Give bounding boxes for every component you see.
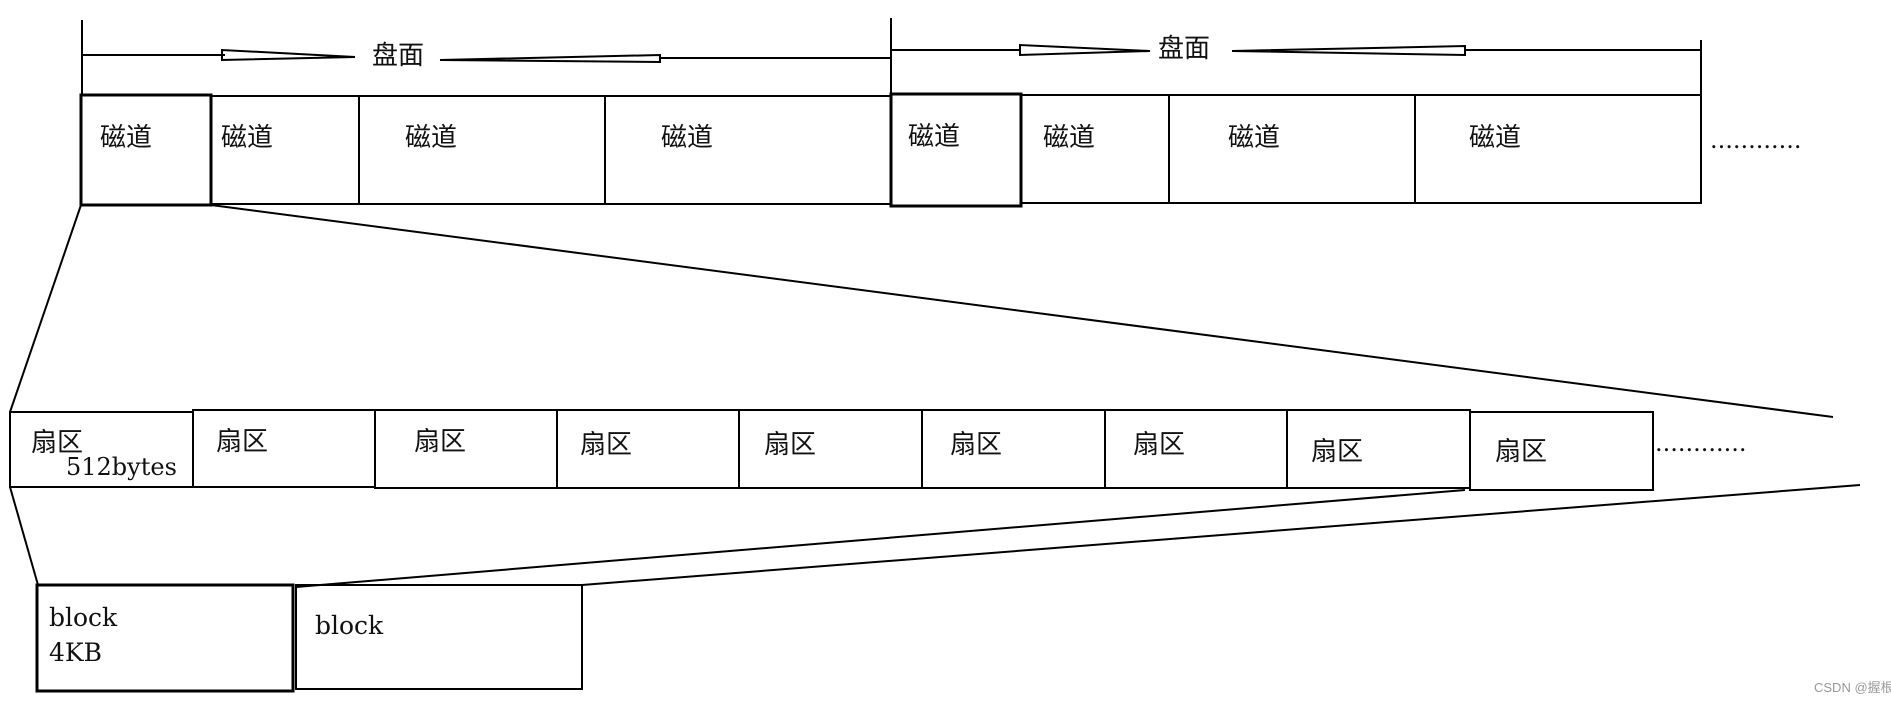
block-size-label: 4KB xyxy=(49,638,102,667)
track-label-1: 磁道 xyxy=(100,123,152,153)
zoom-line-track-left xyxy=(9,204,82,413)
sector-row-ellipsis: ............ xyxy=(1655,429,1747,457)
sector-size-label: 512bytes xyxy=(66,453,177,481)
track-label-6: 磁道 xyxy=(1043,123,1095,153)
track-cell-7 xyxy=(1168,94,1416,204)
block-label-2: block xyxy=(315,611,384,640)
block-cell-2 xyxy=(295,584,583,690)
sector-label-5: 扇区 xyxy=(764,430,816,460)
track-label-4: 磁道 xyxy=(661,123,713,153)
track-label-5: 磁道 xyxy=(908,122,960,152)
watermark: CSDN @握根 xyxy=(1814,680,1891,695)
sector-label-1: 扇区 xyxy=(31,428,83,458)
block-cell-1 xyxy=(35,583,295,693)
platter-1-arrow-right-head xyxy=(439,53,661,64)
sector-label-2: 扇区 xyxy=(216,427,268,457)
zoom-line-track-right xyxy=(210,204,1834,418)
platter-1-arrow-left-head xyxy=(221,48,356,62)
track-cell-3 xyxy=(358,95,606,205)
sector-row xyxy=(9,409,1654,491)
track-label-8: 磁道 xyxy=(1469,123,1521,153)
platter-span-2 xyxy=(891,40,1702,135)
zoom-line-sector-mid xyxy=(295,489,1466,588)
platter-label-1: 盘面 xyxy=(372,41,424,71)
track-cell-8 xyxy=(1414,94,1702,204)
zoom-line-sector-right xyxy=(581,484,1861,586)
track-row xyxy=(79,92,1702,208)
sector-cell-9 xyxy=(1469,411,1654,491)
track-cell-4 xyxy=(604,95,892,205)
sector-label-8: 扇区 xyxy=(1311,437,1363,467)
block-row xyxy=(35,583,583,693)
zoom-line-sector-left xyxy=(9,486,39,586)
sector-label-9: 扇区 xyxy=(1495,437,1547,467)
sector-label-7: 扇区 xyxy=(1133,430,1185,460)
platter-label-2: 盘面 xyxy=(1158,34,1210,64)
track-label-7: 磁道 xyxy=(1228,123,1280,153)
block-label-1: block xyxy=(49,603,118,632)
track-row-ellipsis: ............ xyxy=(1710,126,1802,154)
platter-2-arrow-left-head xyxy=(1019,43,1151,57)
track-label-2: 磁道 xyxy=(221,123,273,153)
sector-label-6: 扇区 xyxy=(950,430,1002,460)
platter-span-1 xyxy=(81,18,892,95)
sector-label-3: 扇区 xyxy=(414,427,466,457)
track-label-3: 磁道 xyxy=(405,123,457,153)
sector-label-4: 扇区 xyxy=(580,430,632,460)
platter-2-arrow-right-head xyxy=(1231,44,1466,57)
